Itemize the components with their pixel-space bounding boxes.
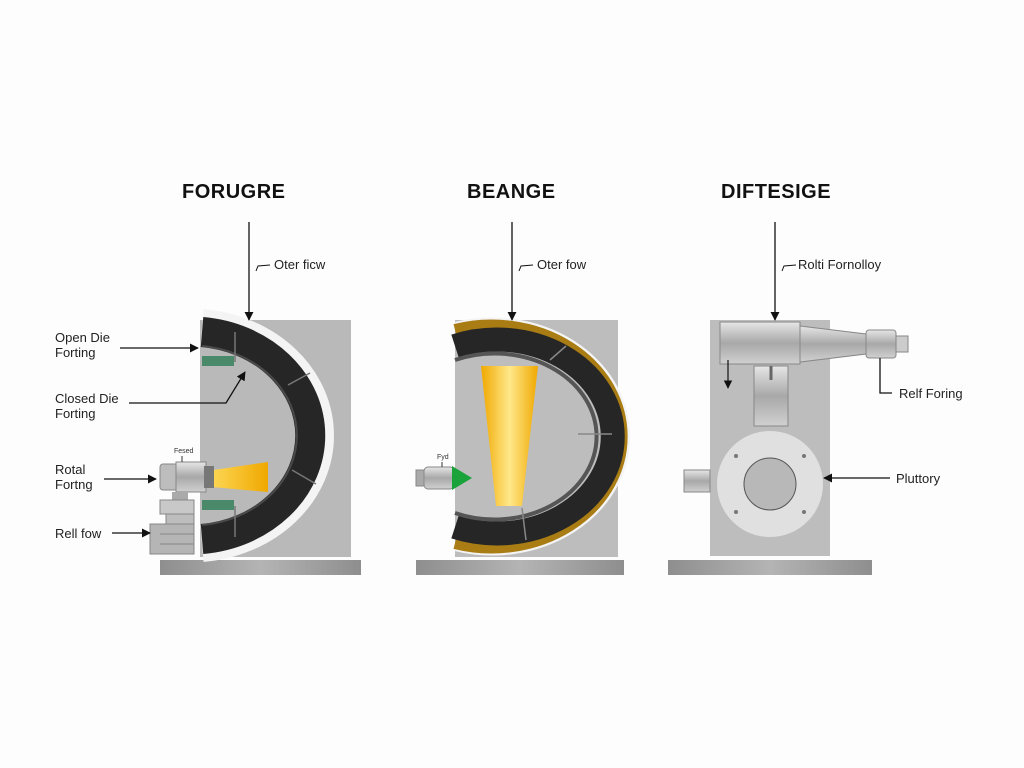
panel-1-title: FORUGRE xyxy=(182,181,286,203)
panel-3-title: DIFTESIGE xyxy=(721,181,832,203)
panel-2-title: BEANGE xyxy=(467,181,556,203)
open-die-line2: Forting xyxy=(55,345,96,360)
panel-2-graphic xyxy=(415,222,631,575)
closed-die-line1: Closed Die xyxy=(55,391,119,406)
rotal-forting-label: Rotal Fortng xyxy=(55,462,93,492)
rotal-line2: Fortng xyxy=(55,477,93,492)
closed-die-line2: Forting xyxy=(55,406,96,421)
panel-1-graphic xyxy=(104,222,361,575)
closed-die-label: Closed Die Forting xyxy=(55,391,119,421)
panel-1-top-label: Oter ficw xyxy=(274,257,326,272)
panel-3-graphic xyxy=(668,222,909,575)
panel-1-nozzle-label: Fesed xyxy=(174,448,194,455)
panel-2-top-label: Oter fow xyxy=(537,257,587,272)
panel-3-top-label: Rolti Fornolloy xyxy=(798,257,882,272)
open-die-label: Open Die Forting xyxy=(55,330,110,360)
pluttory-label: Pluttory xyxy=(896,471,941,486)
rell-fow-label: Rell fow xyxy=(55,526,102,541)
open-die-line1: Open Die xyxy=(55,330,110,345)
panel-2-nozzle-label: Fyd xyxy=(437,454,449,461)
relf-foring-label: Relf Foring xyxy=(899,386,963,401)
rotal-line1: Rotal xyxy=(55,462,86,477)
